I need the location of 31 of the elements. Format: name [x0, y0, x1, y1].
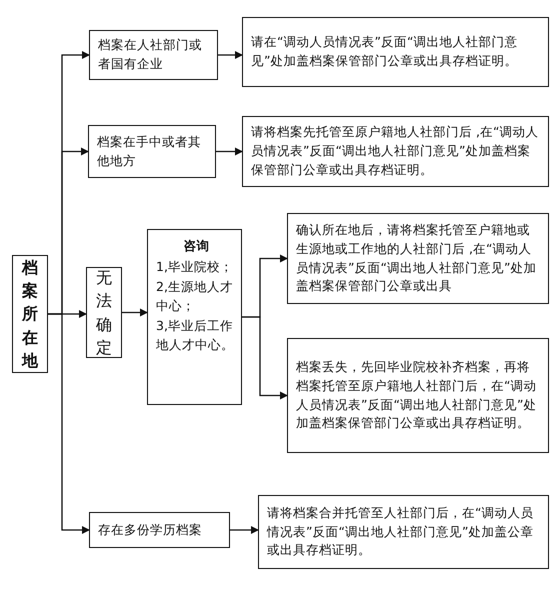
box-text: 无法确定: [96, 267, 112, 359]
condition-box: [88, 125, 216, 178]
box-text: 请将档案合并托管至人社部门后，在“调动人员情况表”反面“调出地人社部门意见”处加盖公章或出具存档证明。: [267, 504, 534, 560]
arrow: [48, 313, 90, 534]
condition-box: [89, 512, 230, 548]
box-text: 档案丢失，先回毕业院校补齐档案，再将档案托管至原户籍地人社部门后，在“调动人员情况表”反面“调出地人社部门意见”处加盖档案保管部门公章或出具存档证明。: [296, 358, 538, 432]
box-text: 1,毕业院校；: [156, 258, 234, 276]
box-text: 档案在手中或者其他地方: [97, 132, 202, 170]
box-text: 档案所在地: [22, 257, 38, 372]
consult-box: [147, 229, 242, 405]
instruction-box: [242, 116, 549, 187]
condition-box: [89, 30, 218, 80]
box-text: 3,毕业后工作地人才中心。: [156, 316, 235, 354]
instruction-box: [287, 213, 549, 304]
instruction-box: [242, 17, 549, 87]
arrow: [242, 316, 288, 400]
arrow: [216, 148, 243, 156]
box-heading: 咨询: [182, 237, 210, 255]
main-box: [12, 255, 48, 373]
instruction-box: [258, 495, 549, 569]
box-text: 2,生源地人才中心；: [156, 278, 234, 316]
box-text: 档案在人社部门或者国有企业: [98, 36, 203, 73]
box-text: 确认所在地后，请将档案托管至户籍地或生源地或工作地的人社部门后 ,在“调动人员情况表”反面“调出地人社部门意见”处加盖档案保管部门公章或出具: [296, 221, 538, 296]
box-text: 请将档案先托管至原户籍地人社部门后 ,在“调动人员情况表”反面“调出地人社部门意见”处加盖档案保管部门公章或出具存档证明。: [251, 123, 540, 179]
box-text: 请在“调动人员情况表”反面“调出地人社部门意见”处加盖档案保管部门公章或出具存档证明。: [251, 33, 518, 70]
arrow: [122, 308, 148, 316]
box-text: 存在多份学历档案: [98, 520, 203, 539]
arrow: [218, 51, 243, 59]
condition-box: [86, 267, 122, 358]
arrow: [230, 526, 259, 534]
instruction-box: [287, 338, 549, 453]
